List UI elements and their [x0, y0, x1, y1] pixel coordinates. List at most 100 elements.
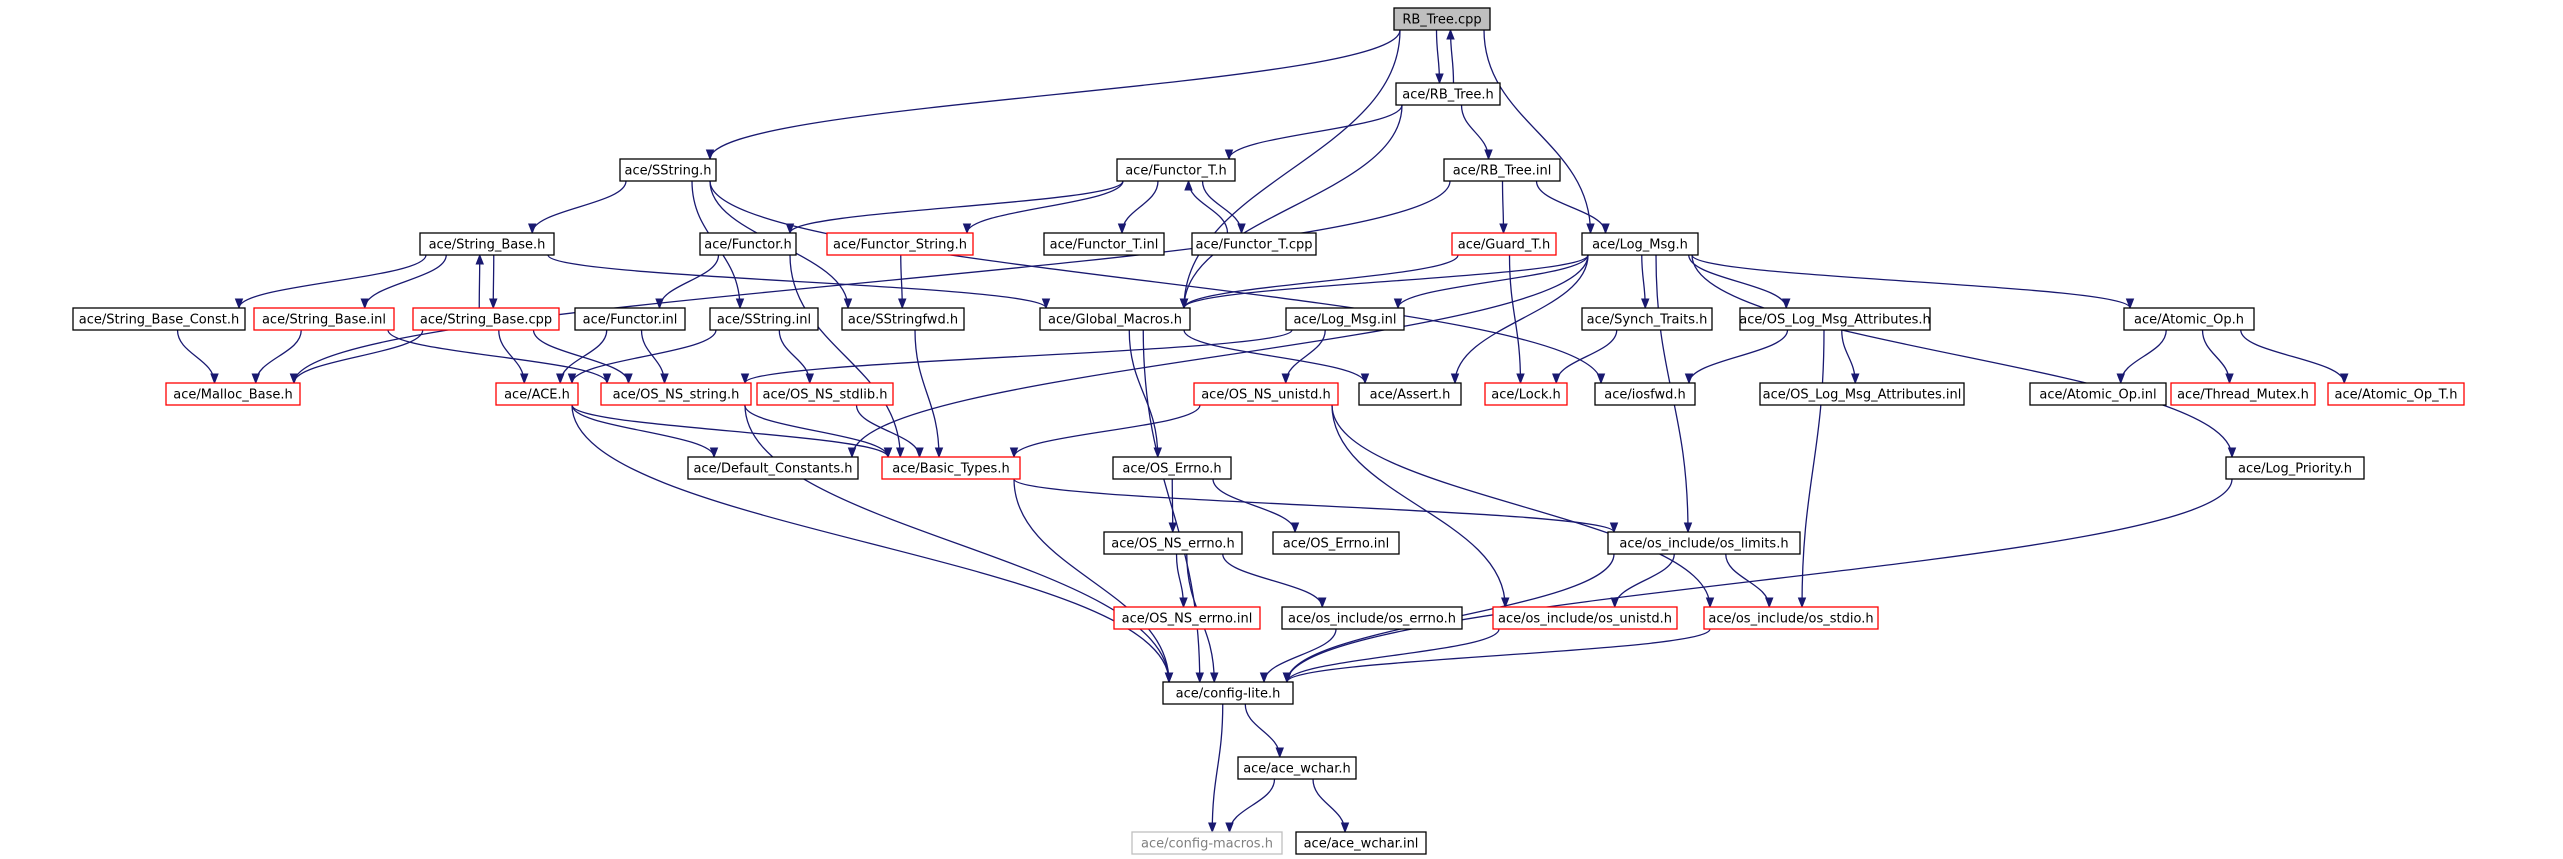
edge-string_base_cpp-to-ace_h: [498, 329, 529, 385]
node-os-stdio-h[interactable]: ace/os_include/os_stdio.h: [1703, 606, 1879, 630]
edge-os_ns_unistd_h-to-os_stdio_h: [1331, 404, 1715, 609]
node-functor-string-h[interactable]: ace/Functor_String.h: [826, 232, 974, 256]
node-os-errno-inl[interactable]: ace/OS_Errno.inl: [1272, 531, 1400, 555]
edge-layer: [176, 28, 2349, 834]
node-assert-h[interactable]: ace/Assert.h: [1358, 382, 1462, 406]
node-atomic-op-h[interactable]: ace/Atomic_Op.h: [2123, 307, 2255, 331]
node-os-limits-h[interactable]: ace/os_include/os_limits.h: [1607, 531, 1801, 555]
node-label: ace/String_Base.cpp: [420, 313, 552, 328]
node-functor-t-h[interactable]: ace/Functor_T.h: [1116, 158, 1236, 182]
node-log-msg-h[interactable]: ace/Log_Msg.h: [1581, 232, 1699, 256]
edge-rb_tree_cpp-to-log_msg_h: [1483, 29, 1595, 235]
node-label: ace/os_include/os_stdio.h: [1708, 612, 1873, 627]
node-sstring-inl[interactable]: ace/SString.inl: [709, 307, 819, 331]
node-string-base-cpp[interactable]: ace/String_Base.cpp: [412, 307, 560, 331]
node-os-log-msg-attributes-inl[interactable]: ace/OS_Log_Msg_Attributes.inl: [1759, 382, 1965, 406]
node-os-unistd-h[interactable]: ace/os_include/os_unistd.h: [1492, 606, 1678, 630]
node-synch-traits-h[interactable]: ace/Synch_Traits.h: [1581, 307, 1713, 331]
edge-sstring_inl-to-ace_h: [567, 329, 717, 385]
node-rb-tree-inl[interactable]: ace/RB_Tree.inl: [1443, 158, 1561, 182]
node-config-macros-h[interactable]: ace/config-macros.h: [1131, 831, 1283, 855]
node-box: [2170, 382, 2316, 406]
node-atomic-op-inl[interactable]: ace/Atomic_Op.inl: [2029, 382, 2167, 406]
edge-atomic_op_h-to-atomic_op_inl: [2116, 329, 2167, 385]
edge-config_lite_h-to-config_macros_h: [1208, 703, 1224, 834]
node-thread-mutex-h[interactable]: ace/Thread_Mutex.h: [2170, 382, 2316, 406]
node-box: [619, 158, 717, 182]
node-ace-h[interactable]: ace/ACE.h: [495, 382, 579, 406]
node-rb-tree-cpp[interactable]: RB_Tree.cpp: [1393, 7, 1491, 31]
node-box: [1594, 382, 1696, 406]
node-os-errno-h[interactable]: ace/OS_Errno.h: [1112, 456, 1232, 480]
node-label: ace/SString.h: [625, 164, 712, 179]
node-log-priority-h[interactable]: ace/Log_Priority.h: [2225, 456, 2365, 480]
node-guard-t-h[interactable]: ace/Guard_T.h: [1451, 232, 1557, 256]
node-label: ace/Functor.h: [704, 238, 791, 253]
node-atomic-op-t-h[interactable]: ace/Atomic_Op_T.h: [2327, 382, 2465, 406]
node-string-base-const-h[interactable]: ace/String_Base_Const.h: [72, 307, 246, 331]
node-label: ace/Global_Macros.h: [1048, 313, 1182, 328]
node-os-ns-string-h[interactable]: ace/OS_NS_string.h: [600, 382, 752, 406]
node-label: ace/OS_Errno.h: [1122, 462, 1221, 477]
node-string-base-inl[interactable]: ace/String_Base.inl: [253, 307, 395, 331]
node-os-ns-unistd-h[interactable]: ace/OS_NS_unistd.h: [1193, 382, 1339, 406]
node-rb-tree-h[interactable]: ace/RB_Tree.h: [1395, 82, 1501, 106]
node-global-macros-h[interactable]: ace/Global_Macros.h: [1039, 307, 1191, 331]
edge-sstring_h-to-string_base_h: [528, 180, 627, 235]
edge-os_limits_h-to-os_unistd_h: [1610, 553, 1675, 609]
node-basic-types-h[interactable]: ace/Basic_Types.h: [881, 456, 1021, 480]
node-default-constants-h[interactable]: ace/Default_Constants.h: [687, 456, 859, 480]
node-os-log-msg-attributes-h[interactable]: ace/OS_Log_Msg_Attributes.h: [1739, 307, 1931, 331]
node-box: [1581, 307, 1713, 331]
edge-string_base_h-to-string_base_inl: [360, 254, 447, 310]
node-label: ace/iosfwd.h: [1604, 388, 1685, 403]
node-functor-h[interactable]: ace/Functor.h: [699, 232, 797, 256]
edge-ace_h-to-default_constants_h: [571, 404, 719, 459]
node-config-lite-h[interactable]: ace/config-lite.h: [1162, 681, 1294, 705]
edge-synch_traits_h-to-lock_h: [1552, 329, 1618, 385]
edge-os_ns_unistd_h-to-basic_types_h: [1009, 404, 1201, 459]
node-iosfwd-h[interactable]: ace/iosfwd.h: [1594, 382, 1696, 406]
node-sstring-h[interactable]: ace/SString.h: [619, 158, 717, 182]
edge-ace_h-to-basic_types_h: [571, 404, 893, 459]
node-box: [1393, 7, 1491, 31]
node-label: ace/Assert.h: [1370, 388, 1451, 403]
node-malloc-base-h[interactable]: ace/Malloc_Base.h: [165, 382, 301, 406]
node-os-ns-errno-inl[interactable]: ace/OS_NS_errno.inl: [1113, 606, 1261, 630]
node-label: ace/config-macros.h: [1141, 837, 1273, 852]
edge-string_base_h-to-global_macros_h: [547, 254, 1051, 310]
node-ace-wchar-inl[interactable]: ace/ace_wchar.inl: [1295, 831, 1427, 855]
node-functor-inl[interactable]: ace/Functor.inl: [574, 307, 686, 331]
edge-ace_h-to-config_lite_h: [571, 404, 1174, 684]
node-ace-wchar-h[interactable]: ace/ace_wchar.h: [1237, 756, 1357, 780]
edge-functor_t_h-to-functor_t_inl: [1117, 180, 1159, 235]
edge-sstring_inl-to-os_ns_stdlib_h: [778, 329, 814, 385]
node-box: [1193, 382, 1339, 406]
node-sstringfwd-h[interactable]: ace/SStringfwd.h: [841, 307, 965, 331]
node-label: ace/String_Base_Const.h: [79, 313, 239, 328]
node-log-msg-inl[interactable]: ace/Log_Msg.inl: [1285, 307, 1405, 331]
node-os-errno-h2[interactable]: ace/os_include/os_errno.h: [1281, 606, 1463, 630]
node-functor-t-cpp[interactable]: ace/Functor_T.cpp: [1191, 232, 1317, 256]
node-os-ns-stdlib-h[interactable]: ace/OS_NS_stdlib.h: [756, 382, 894, 406]
node-functor-t-inl[interactable]: ace/Functor_T.inl: [1043, 232, 1165, 256]
node-lock-h[interactable]: ace/Lock.h: [1484, 382, 1568, 406]
edge-string_base_cpp-to-malloc_base_h: [289, 329, 424, 385]
node-box: [2225, 456, 2365, 480]
node-box: [72, 307, 246, 331]
node-os-ns-errno-h[interactable]: ace/OS_NS_errno.h: [1103, 531, 1243, 555]
node-string-base-h[interactable]: ace/String_Base.h: [419, 232, 555, 256]
edge-rb_tree_inl-to-malloc_base_h: [289, 180, 1451, 385]
node-label: ace/OS_NS_errno.inl: [1122, 612, 1253, 627]
node-label: ace/config-lite.h: [1176, 687, 1281, 702]
edge-rb_tree_inl-to-log_msg_h: [1535, 180, 1610, 235]
node-box: [1039, 307, 1191, 331]
node-box: [1103, 531, 1243, 555]
node-label: ace/Log_Msg.inl: [1293, 313, 1396, 328]
node-label: ace/os_include/os_errno.h: [1288, 612, 1456, 627]
node-box: [756, 382, 894, 406]
node-label: ace/OS_NS_stdlib.h: [763, 388, 888, 403]
node-label: ace/Atomic_Op_T.h: [2335, 388, 2458, 403]
node-box: [1191, 232, 1317, 256]
node-label: ace/RB_Tree.inl: [1453, 164, 1552, 179]
